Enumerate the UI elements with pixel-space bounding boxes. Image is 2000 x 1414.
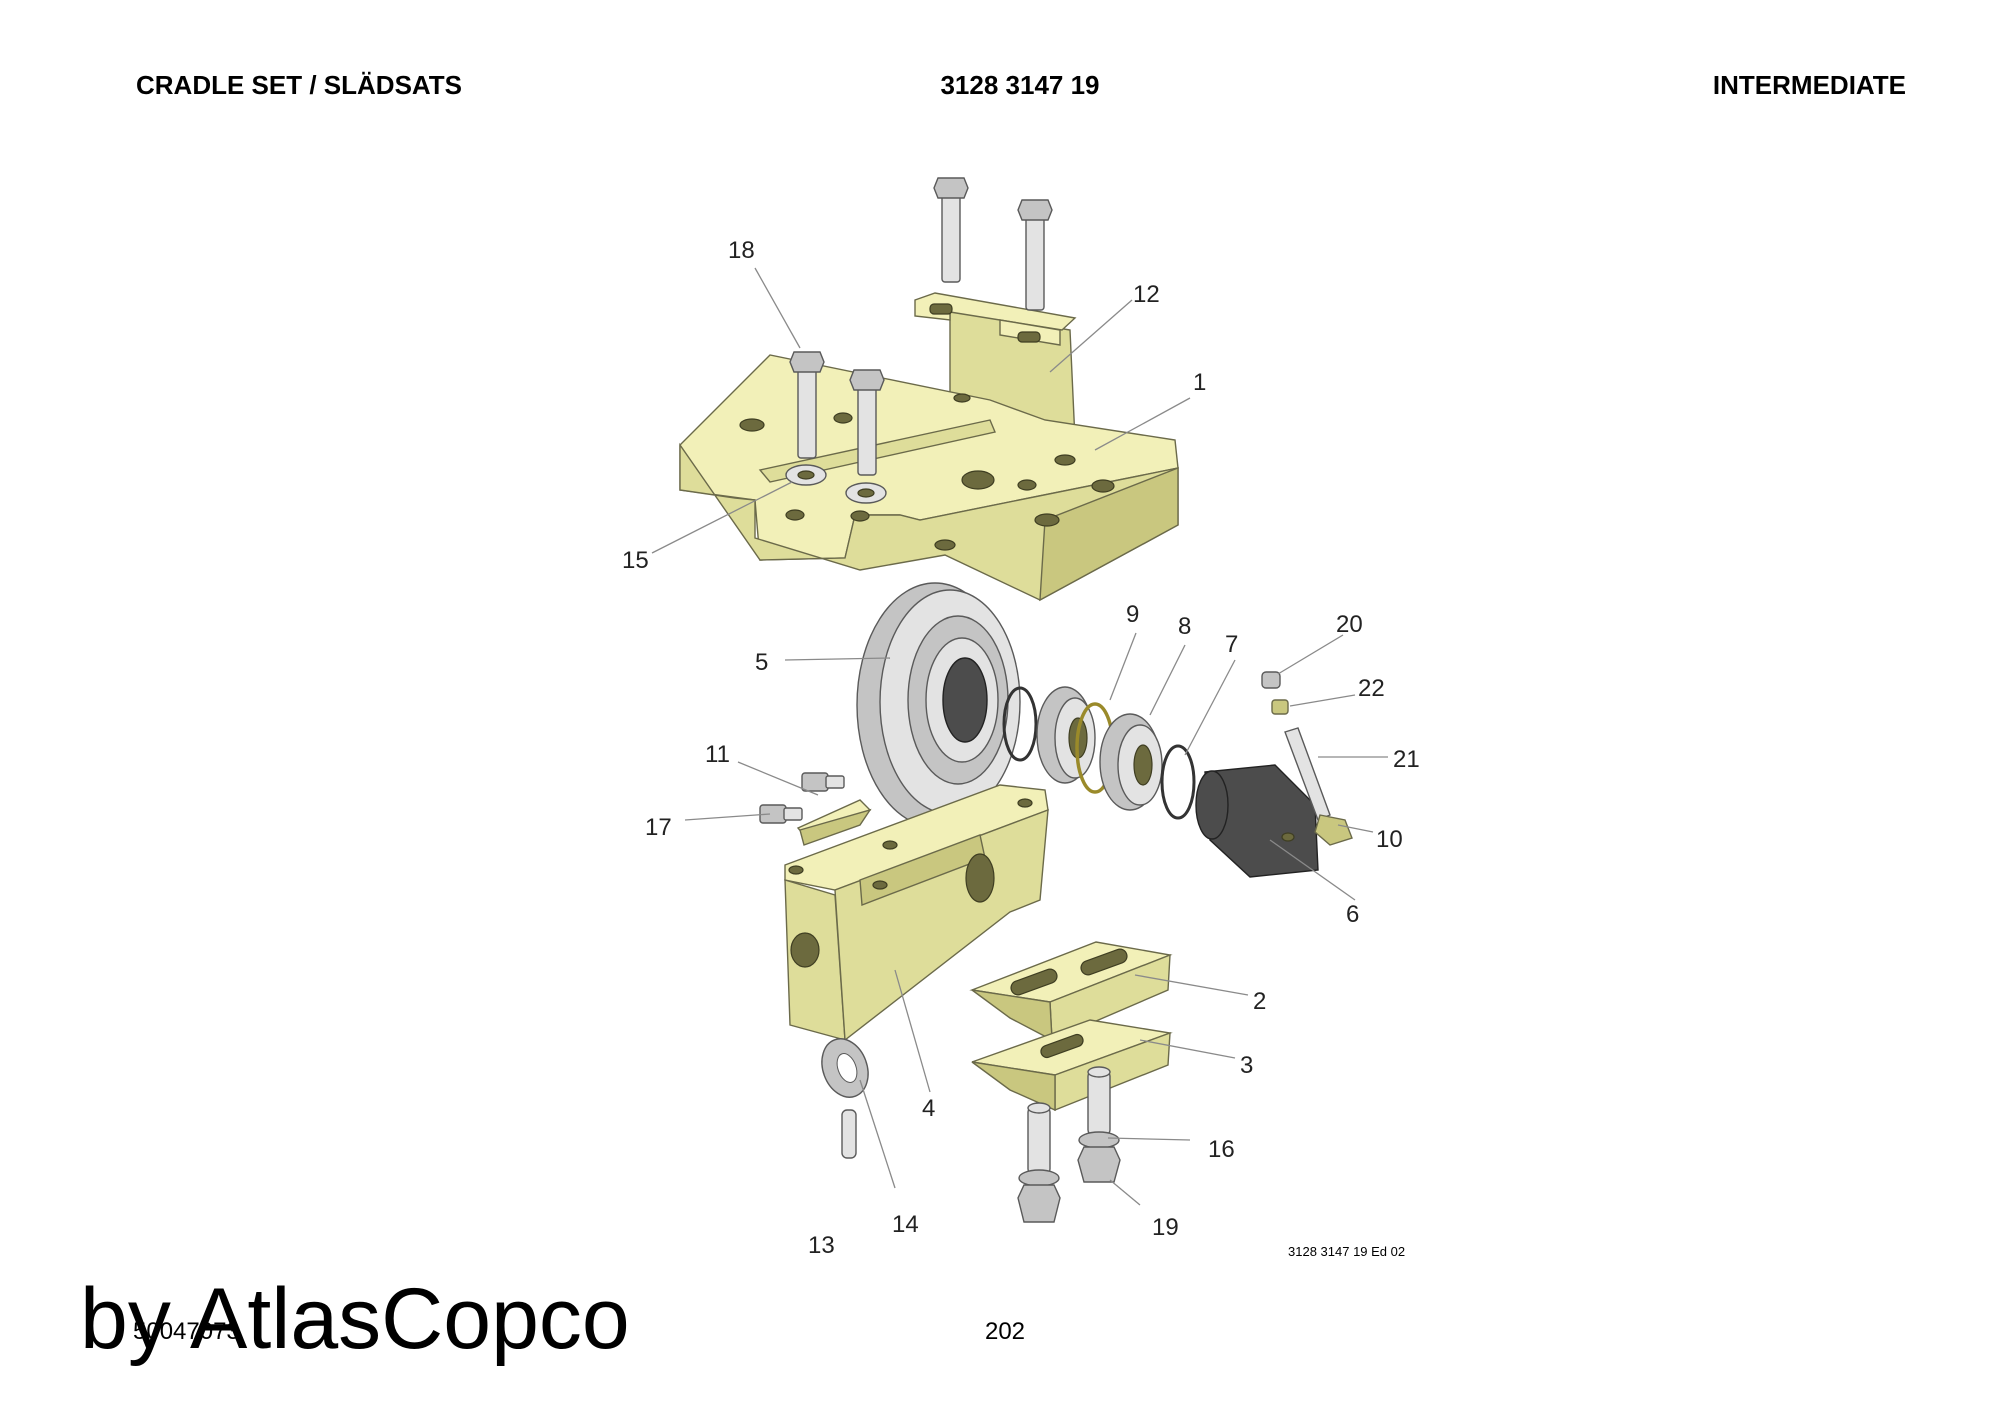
title-left: CRADLE SET / SLÄDSATS (136, 70, 462, 100)
callout-9: 9 (1126, 601, 1139, 628)
callout-20: 20 (1336, 611, 1363, 638)
parts-9-8-7-bearing-rings (1002, 686, 1196, 820)
parts-2-3-slide-pads (969, 941, 1173, 1112)
callout-18: 18 (728, 237, 755, 264)
callout-4: 4 (922, 1095, 935, 1122)
callout-3: 3 (1240, 1052, 1253, 1079)
parts-20-22-21-10-fittings (1261, 671, 1353, 846)
part-6-shaft (1195, 764, 1319, 878)
title-right: INTERMEDIATE (1712, 70, 1906, 100)
callout-numbers: 18 12 1 15 9 8 7 20 22 21 10 6 5 11 17 2… (622, 237, 1420, 1259)
callout-12: 12 (1133, 281, 1160, 308)
parts-11-17-plate-screws (759, 772, 872, 846)
callout-13: 13 (808, 1232, 835, 1259)
part-18-bolts-upper (789, 177, 1053, 476)
leader-lines (651, 267, 1388, 1206)
callout-22: 22 (1358, 675, 1385, 702)
part-5-sheave (856, 582, 1021, 828)
callout-10: 10 (1376, 826, 1403, 853)
callout-11: 11 (705, 741, 730, 768)
callout-6: 6 (1346, 901, 1359, 928)
part-1-cradle-plate (679, 354, 1179, 602)
part-15-washers (785, 464, 887, 504)
watermark: by AtlasCopco (80, 1271, 630, 1367)
callout-5: 5 (755, 649, 768, 676)
callout-21: 21 (1393, 746, 1420, 773)
callout-17: 17 (645, 814, 672, 841)
callout-1: 1 (1193, 369, 1206, 396)
part-4-housing (784, 784, 1049, 1042)
callout-2: 2 (1253, 988, 1266, 1015)
callout-19: 19 (1152, 1214, 1179, 1241)
callout-15: 15 (622, 547, 649, 574)
part-number-title: 3128 3147 19 (940, 70, 1100, 100)
callout-16: 16 (1208, 1136, 1235, 1163)
callout-7: 7 (1225, 631, 1238, 658)
parts-14-13-washer-pin (821, 1038, 869, 1159)
callout-8: 8 (1178, 613, 1191, 640)
callout-14: 14 (892, 1211, 919, 1238)
drawing-reference: 3128 3147 19 Ed 02 (1288, 1244, 1406, 1259)
page-number: 202 (984, 1318, 1026, 1345)
parts-16-19-lower-bolts (1017, 1066, 1121, 1223)
document-code: 50047073 (133, 1318, 240, 1345)
